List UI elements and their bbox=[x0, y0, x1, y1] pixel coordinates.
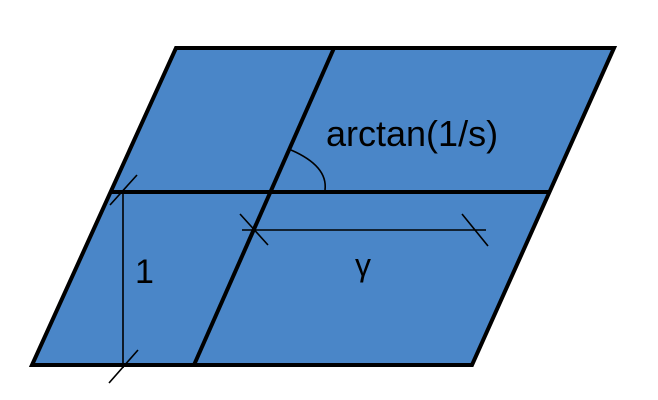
slanted-divider bbox=[192, 47, 336, 366]
shear-label: γ bbox=[355, 247, 371, 283]
angle-arc bbox=[290, 149, 326, 191]
gamma-tick-left bbox=[239, 213, 269, 246]
gamma-tick-right bbox=[461, 213, 489, 247]
angle-label: arctan(1/s) bbox=[326, 113, 498, 154]
parallelogram-shape bbox=[28, 46, 618, 367]
height-tick-top bbox=[109, 174, 138, 206]
height-tick-bottom bbox=[108, 349, 139, 384]
height-label: 1 bbox=[135, 253, 154, 291]
